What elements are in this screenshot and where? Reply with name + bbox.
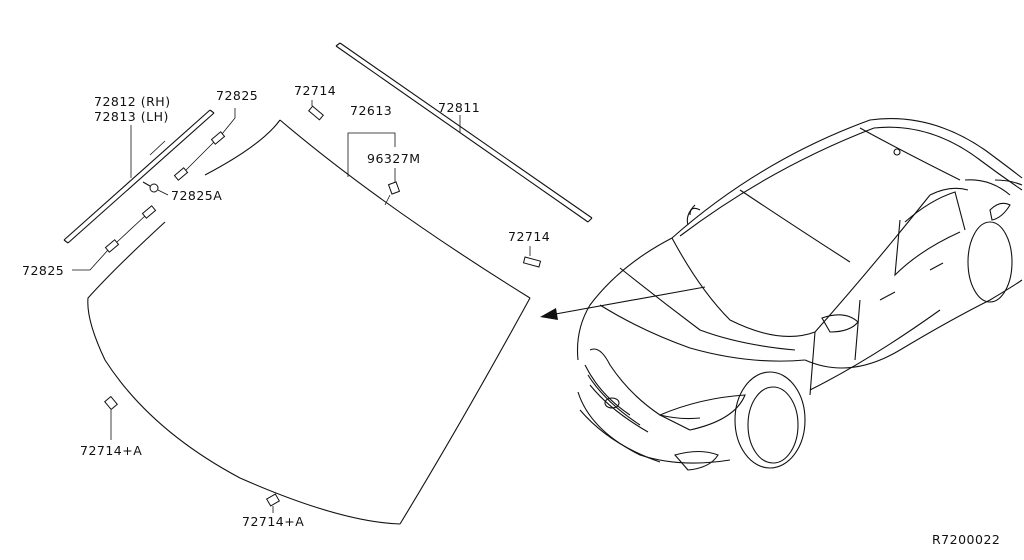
screw-72825a [142,181,169,196]
top-molding-72811 [335,42,593,223]
label-72825a: 72825A [171,188,222,203]
clip-72825-left [72,205,157,271]
label-72714-top: 72714 [294,83,336,98]
side-molding-72812 [63,109,215,244]
label-72714-right: 72714 [508,229,550,244]
label-72714a-bottom: 72714+A [242,514,304,529]
label-72811: 72811 [438,100,480,115]
car-illustration [576,118,1023,471]
spacer-72714a-left [104,395,118,440]
label-72825-top: 72825 [216,88,258,103]
arrow-icon [540,286,706,320]
clip-72825-top [173,108,236,181]
figure-code: R7200022 [932,532,1000,547]
clip-96327m [384,168,401,206]
label-72825-left: 72825 [22,263,64,278]
label-96327m: 96327M [367,151,421,166]
windshield-glass [87,119,531,525]
spacer-72714-top [308,100,324,121]
label-72813: 72813 (LH) [94,109,169,124]
label-72613: 72613 [350,103,392,118]
spacer-72714a-bottom [265,493,281,513]
leader-72613 [347,132,396,177]
label-72714a-left: 72714+A [80,443,142,458]
label-72812: 72812 (RH) [94,94,171,109]
spacer-72714-right [522,246,542,268]
